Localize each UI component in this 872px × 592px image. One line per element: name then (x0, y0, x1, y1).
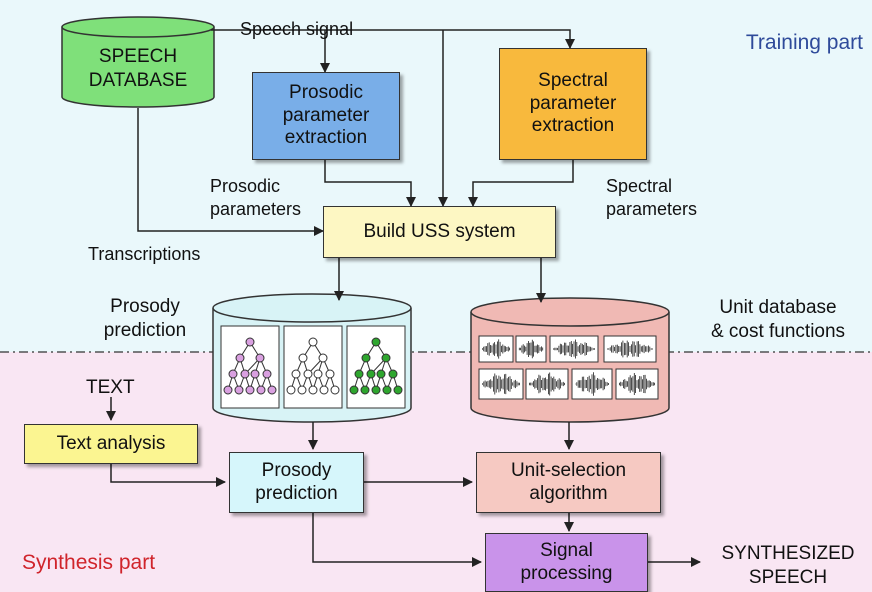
waveform-icon (478, 368, 524, 400)
waveform-icon (525, 368, 569, 400)
waveform-icon (603, 335, 657, 363)
text-input-label: TEXT (86, 377, 135, 398)
prosody-model-database-node (212, 293, 412, 423)
waveform-icon (515, 335, 547, 363)
spectral-parameters-label: Spectral parameters (606, 176, 698, 219)
speech-database-node (61, 16, 215, 108)
synthesized-speech-label: SYNTHESIZED SPEECH (721, 543, 855, 588)
synthesis-region (0, 352, 872, 592)
prosodic-parameter-extraction-box: Prosodic parameter extraction (252, 72, 400, 160)
prosody-prediction-db-label: Prosody prediction (103, 296, 187, 341)
spectral-parameter-extraction-box: Spectral parameter extraction (499, 48, 647, 160)
transcriptions-label: Transcriptions (88, 244, 201, 264)
waveform-icon (478, 335, 514, 363)
analysis-to-prosody-arrow (110, 464, 226, 487)
unit-database-label: Unit database & cost functions (710, 297, 846, 342)
prosodic-parameters-label: Prosodic parameters (210, 176, 302, 219)
speech-signal-to-spectral-arrow (211, 29, 575, 49)
transcriptions-arrow (137, 108, 324, 236)
prosody-prediction-box: Prosody prediction (229, 452, 364, 513)
prosody-to-signal-arrow (312, 513, 482, 567)
decision-tree-icon (220, 325, 280, 409)
speech-database-label: SPEECH DATABASE (88, 46, 188, 91)
text-analysis-box: Text analysis (24, 424, 198, 464)
build-uss-system-box: Build USS system (323, 206, 556, 258)
training-part-title: Training part (745, 31, 863, 54)
prosodic-params-arrow (324, 160, 416, 207)
waveform-icon (615, 368, 659, 400)
unit-selection-algorithm-box: Unit-selection algorithm (476, 452, 661, 513)
speech-signal-label: Speech signal (240, 19, 354, 39)
decision-tree-icon (346, 325, 406, 409)
unit-database-node (470, 297, 670, 423)
signal-processing-box: Signal processing (485, 533, 648, 592)
decision-tree-icon (283, 325, 343, 409)
synthesis-part-title: Synthesis part (22, 551, 156, 574)
waveform-icon (549, 335, 599, 363)
spectral-params-arrow (468, 160, 574, 207)
waveform-icon (571, 368, 613, 400)
